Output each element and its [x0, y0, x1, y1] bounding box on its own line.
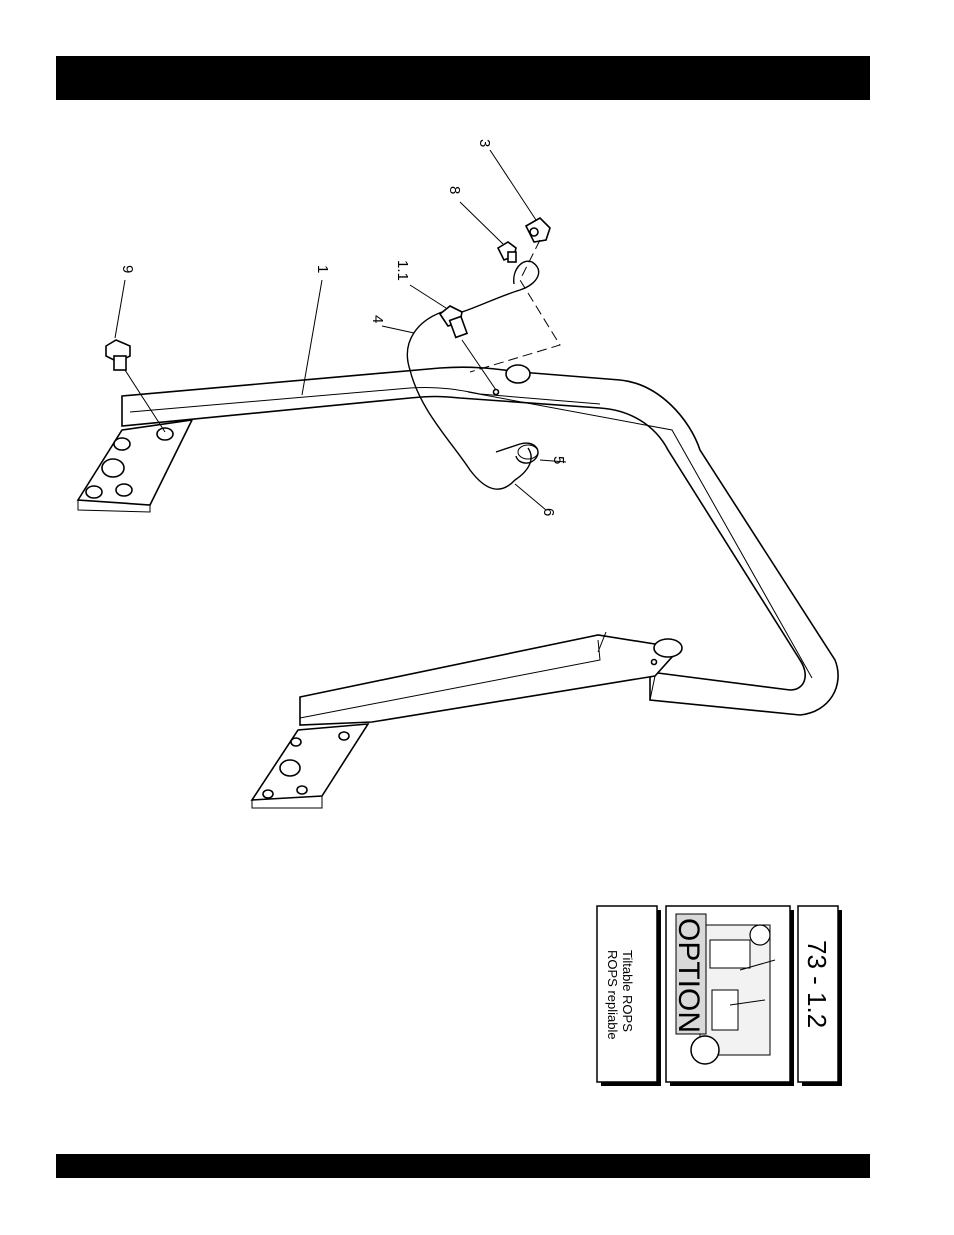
badge-option: OPTION [672, 918, 705, 1033]
badge-title-line1: Tiltable ROPS [620, 950, 635, 1032]
knob-3 [526, 218, 550, 242]
badge-code: 73 - 1.2 [802, 940, 832, 1028]
clip-5 [496, 443, 538, 463]
callout-1: 1 [314, 265, 331, 273]
rops-frame [122, 365, 838, 725]
callout-5: 5 [550, 456, 567, 464]
section-badge: Tiltable ROPS ROPS repliable OPTION 73 -… [597, 906, 842, 1086]
callout-3: 3 [476, 139, 493, 147]
callout-8: 8 [446, 186, 463, 194]
callout-4: 4 [369, 315, 386, 323]
callout-6: 6 [540, 508, 557, 516]
mount-plate-upper [78, 420, 192, 512]
bolt-8 [498, 242, 516, 262]
badge-title-line2: ROPS repliable [605, 950, 620, 1040]
mount-plate-lower [252, 724, 368, 808]
callout-9: 9 [119, 265, 136, 273]
callout-1-1: 1.1 [394, 260, 411, 281]
